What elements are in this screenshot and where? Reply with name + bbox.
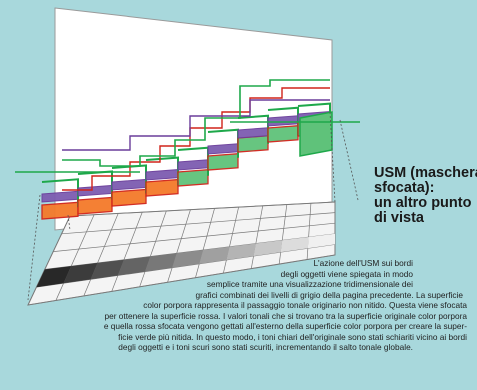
grid-line xyxy=(55,214,95,301)
gradient-cell xyxy=(144,253,177,272)
original-surface-step xyxy=(237,127,269,139)
grid-line xyxy=(250,205,264,269)
body-line: color porpora rappresenta il passaggio t… xyxy=(143,300,467,310)
grid-line xyxy=(27,254,336,306)
body-line: degli oggetti viene spiegata in modo xyxy=(280,268,413,279)
blurred-surface-step xyxy=(41,201,79,220)
blurred-surface-step xyxy=(77,196,113,215)
body-line: degli oggetti e i toni scuri sono stati … xyxy=(118,342,413,352)
grid-line xyxy=(223,207,239,274)
gradient-cell xyxy=(117,256,151,276)
original-surface-step xyxy=(145,169,179,181)
blurred-surface-step xyxy=(207,153,239,171)
body-line: grafici combinati dei livelli di grigio … xyxy=(195,289,464,300)
surfaces xyxy=(41,102,333,220)
blurred-surface-step xyxy=(145,178,179,197)
original-surface-step xyxy=(177,159,209,171)
body-line: per ottenere la superficie rossa. I valo… xyxy=(104,310,467,321)
gradient-cell xyxy=(307,233,335,249)
body-line: e quella rossa sfocata vengono gettati a… xyxy=(103,321,467,331)
drop-line xyxy=(329,111,336,203)
heading-line: un altro punto xyxy=(374,195,472,211)
drop-line xyxy=(27,194,41,301)
grid-floor xyxy=(27,201,336,306)
sharpened-profile-line xyxy=(62,79,330,167)
heading-line: USM (maschera xyxy=(374,165,477,181)
gradient-cell xyxy=(199,246,230,264)
grid-line xyxy=(27,215,71,306)
grid-line xyxy=(195,208,215,278)
original-surface-step xyxy=(207,143,239,155)
body-line: L'azione dell'USM sui bordi xyxy=(313,258,413,268)
gradient-cell xyxy=(63,262,98,284)
green-edge-face xyxy=(299,111,333,157)
grid-line xyxy=(83,213,119,297)
grid-line xyxy=(306,203,312,260)
drop-line xyxy=(67,214,71,231)
gradient-cell xyxy=(280,237,309,253)
blurred-profile-line xyxy=(62,87,330,191)
gradient-cell xyxy=(90,259,124,280)
body-text: L'azione dell'USM sui bordi degli oggett… xyxy=(0,258,477,353)
gradient-cell xyxy=(226,243,256,260)
blurred-surface-step xyxy=(237,135,269,153)
blurred-surface-step xyxy=(267,125,299,143)
heading: USM (maschera sfocata): un altro punto d… xyxy=(374,166,477,226)
grid-line xyxy=(61,212,336,235)
drop-line xyxy=(339,119,359,201)
grid-line xyxy=(111,212,143,292)
grid-line xyxy=(69,201,336,217)
grid-line xyxy=(139,210,167,287)
heading-line: di vista xyxy=(374,210,424,226)
body-line: semplice tramite una visualizzazione tri… xyxy=(206,279,413,289)
body-line: ficie verde più nitida. In questo modo, … xyxy=(118,331,467,342)
sharpened-surface-edge xyxy=(41,178,79,208)
grid-line xyxy=(167,209,191,283)
grid-line xyxy=(53,222,336,252)
back-profiles xyxy=(15,79,360,191)
gradient-cell xyxy=(172,249,204,268)
blurred-surface-step xyxy=(177,169,209,187)
original-profile-line xyxy=(62,99,330,151)
gradient-cell xyxy=(253,240,283,257)
heading-line: sfocata): xyxy=(374,180,435,196)
drop-lines xyxy=(27,111,359,301)
original-surface-step xyxy=(267,115,299,127)
gradient-cell xyxy=(36,266,72,288)
grid-line xyxy=(278,204,288,265)
blurred-surface-step xyxy=(111,188,147,207)
